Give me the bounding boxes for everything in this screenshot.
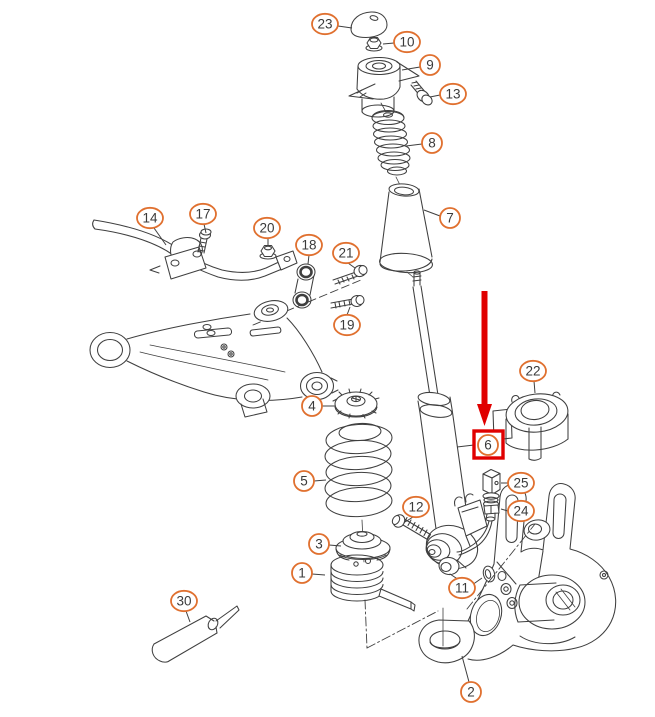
- svg-text:21: 21: [338, 246, 353, 261]
- svg-text:25: 25: [513, 476, 528, 491]
- svg-text:30: 30: [176, 594, 191, 609]
- callout-17[interactable]: 17: [189, 202, 217, 234]
- callout-21[interactable]: 21: [332, 241, 360, 269]
- part-bump-stop: [371, 102, 411, 188]
- part-bushing-22: [492, 391, 569, 461]
- part-bolt-19: [330, 294, 365, 309]
- callout-30[interactable]: 30: [170, 589, 198, 623]
- callout-23[interactable]: 23: [311, 12, 353, 36]
- part-nut-20: [259, 244, 277, 260]
- callout-20[interactable]: 20: [253, 216, 281, 246]
- part-protective-tube: [379, 183, 433, 278]
- callout-14[interactable]: 14: [136, 206, 167, 246]
- svg-text:14: 14: [142, 211, 158, 226]
- part-bolt-12: [391, 514, 432, 541]
- part-stabilizer-link: [292, 263, 316, 309]
- callout-25[interactable]: 25: [501, 471, 535, 495]
- svg-text:10: 10: [399, 35, 414, 50]
- callout-11[interactable]: 11: [448, 576, 483, 600]
- line-art: [89, 11, 617, 664]
- svg-text:23: 23: [317, 17, 332, 32]
- part-adjuster-cam: [332, 388, 380, 419]
- callout-19[interactable]: 19: [333, 306, 361, 337]
- part-wheel-carrier: [418, 483, 617, 664]
- svg-text:22: 22: [525, 364, 540, 379]
- svg-text:3: 3: [315, 537, 323, 552]
- callout-4[interactable]: 4: [301, 395, 335, 417]
- svg-text:19: 19: [339, 318, 354, 333]
- callout-10[interactable]: 10: [382, 30, 421, 54]
- part-control-arm: [89, 300, 339, 418]
- callout-3[interactable]: 3: [308, 533, 342, 555]
- callout-7[interactable]: 7: [423, 207, 461, 229]
- svg-text:11: 11: [455, 581, 469, 596]
- part-shock-absorber: [412, 270, 488, 581]
- svg-text:1: 1: [298, 566, 306, 581]
- callout-24[interactable]: 24: [500, 499, 535, 523]
- part-sensor: [456, 492, 500, 556]
- svg-text:17: 17: [195, 207, 210, 222]
- callout-1[interactable]: 1: [291, 562, 326, 584]
- highlight-arrow: [477, 291, 492, 426]
- part-spring-seat: [335, 519, 391, 563]
- svg-text:5: 5: [300, 474, 308, 489]
- part-nut-10: [365, 36, 383, 52]
- callout-13[interactable]: 13: [429, 82, 467, 106]
- svg-text:8: 8: [428, 136, 436, 151]
- part-stabilizer-bar: [92, 219, 298, 281]
- callouts: 23 10 9 13 8 7 14: [136, 12, 547, 703]
- svg-text:9: 9: [426, 58, 434, 73]
- svg-text:4: 4: [308, 399, 316, 414]
- part-coil-spring: [324, 422, 393, 518]
- part-bolt-13: [410, 80, 433, 106]
- svg-text:20: 20: [259, 221, 274, 236]
- callout-22[interactable]: 22: [519, 359, 547, 394]
- svg-text:6: 6: [484, 438, 492, 453]
- part-protective-cap: [350, 11, 388, 39]
- callout-2[interactable]: 2: [460, 655, 482, 703]
- part-grease-tube: [151, 605, 240, 663]
- part-spiral-wrap: [330, 554, 416, 612]
- svg-text:18: 18: [301, 238, 316, 253]
- part-strut-mount: [348, 56, 420, 118]
- callout-18[interactable]: 18: [295, 233, 323, 265]
- construction-lines: [364, 523, 536, 649]
- callout-12[interactable]: 12: [402, 495, 430, 523]
- callout-6-highlighted[interactable]: 6: [456, 429, 505, 460]
- callout-9[interactable]: 9: [401, 54, 441, 76]
- part-sensor-connector: [482, 468, 501, 496]
- svg-text:2: 2: [467, 685, 475, 700]
- callout-5[interactable]: 5: [293, 470, 327, 492]
- callout-8[interactable]: 8: [405, 132, 443, 154]
- part-bolt-21: [332, 264, 368, 285]
- svg-text:7: 7: [446, 211, 454, 226]
- svg-text:12: 12: [408, 500, 423, 515]
- svg-text:13: 13: [445, 87, 460, 102]
- svg-text:24: 24: [513, 504, 529, 519]
